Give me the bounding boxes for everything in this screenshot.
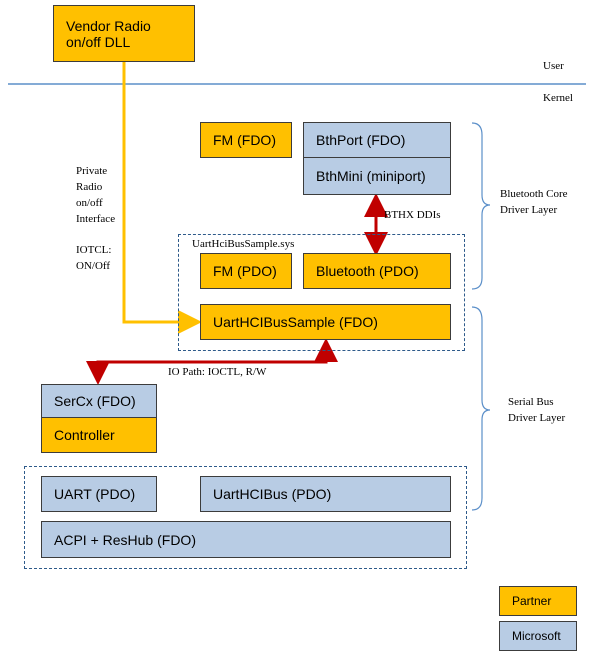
bthx-ddis-label: BTHX DDIs bbox=[384, 209, 441, 221]
uart-pdo-box: UART (PDO) bbox=[41, 476, 157, 512]
sercx-fdo-box: SerCx (FDO) bbox=[41, 384, 157, 418]
sercx-fdo-label: SerCx (FDO) bbox=[54, 393, 136, 409]
serial-bus-line1: Serial Bus bbox=[508, 396, 554, 408]
uart-pdo-label: UART (PDO) bbox=[54, 486, 136, 502]
bluetooth-pdo-box: Bluetooth (PDO) bbox=[303, 253, 451, 289]
bluetooth-core-label: Bluetooth Core Driver Layer bbox=[500, 186, 568, 218]
uarthcibussample-sys-container bbox=[178, 234, 465, 351]
kernel-label: Kernel bbox=[543, 92, 573, 104]
ioctl-label: IOTCL: ON/Off bbox=[76, 242, 111, 274]
io-path-arrow bbox=[86, 338, 338, 385]
uart-sys-label: UartHciBusSample.sys bbox=[192, 238, 295, 250]
vendor-dll-line1: Vendor Radio bbox=[66, 17, 151, 34]
private-interface-arrow bbox=[122, 62, 202, 334]
controller-label: Controller bbox=[54, 427, 115, 443]
bthport-fdo-box: BthPort (FDO) bbox=[303, 122, 451, 158]
acpi-reshub-fdo-label: ACPI + ResHub (FDO) bbox=[54, 531, 196, 548]
legend-microsoft: Microsoft bbox=[499, 621, 577, 651]
serial-bus-line2: Driver Layer bbox=[508, 412, 566, 424]
vendor-dll-line2: on/off DLL bbox=[66, 33, 131, 50]
private-label-line1: Private bbox=[76, 165, 108, 177]
serial-bus-container bbox=[24, 466, 467, 569]
private-label-line3: on/off bbox=[76, 197, 103, 209]
private-label-line2: Radio bbox=[76, 181, 103, 193]
uarthcibussample-fdo-box: UartHCIBusSample (FDO) bbox=[200, 304, 451, 340]
fm-pdo-box: FM (PDO) bbox=[200, 253, 292, 289]
private-label-line4: Interface bbox=[76, 213, 116, 225]
bt-core-line1: Bluetooth Core bbox=[500, 188, 568, 200]
bluetooth-core-brace bbox=[471, 122, 491, 290]
bthmini-box: BthMini (miniport) bbox=[303, 157, 451, 195]
user-label: User bbox=[543, 60, 564, 72]
fm-fdo-label: FM (FDO) bbox=[213, 132, 276, 148]
ioctl-label-line2: ON/Off bbox=[76, 260, 111, 272]
fm-fdo-box: FM (FDO) bbox=[200, 122, 292, 158]
bt-core-line2: Driver Layer bbox=[500, 204, 558, 216]
acpi-reshub-fdo-box: ACPI + ResHub (FDO) bbox=[41, 521, 451, 558]
bluetooth-pdo-label: Bluetooth (PDO) bbox=[316, 263, 419, 279]
serial-bus-label: Serial Bus Driver Layer bbox=[508, 394, 565, 426]
fm-pdo-label: FM (PDO) bbox=[213, 263, 277, 279]
controller-box: Controller bbox=[41, 417, 157, 453]
bthmini-label: BthMini (miniport) bbox=[316, 168, 426, 184]
uarthcibus-pdo-label: UartHCIBus (PDO) bbox=[213, 486, 332, 502]
uarthcibussample-fdo-label: UartHCIBusSample (FDO) bbox=[213, 314, 378, 330]
uarthcibus-pdo-box: UartHCIBus (PDO) bbox=[200, 476, 451, 512]
legend-partner-label: Partner bbox=[512, 594, 552, 608]
ioctl-label-line1: IOTCL: bbox=[76, 244, 112, 256]
io-path-label: IO Path: IOCTL, R/W bbox=[168, 366, 267, 378]
legend-partner: Partner bbox=[499, 586, 577, 616]
legend-microsoft-label: Microsoft bbox=[512, 629, 561, 643]
bthport-fdo-label: BthPort (FDO) bbox=[316, 132, 406, 148]
serial-bus-brace bbox=[471, 306, 491, 511]
private-interface-label: Private Radio on/off Interface bbox=[76, 163, 115, 227]
vendor-radio-dll-box: Vendor Radio on/off DLL bbox=[53, 5, 195, 62]
